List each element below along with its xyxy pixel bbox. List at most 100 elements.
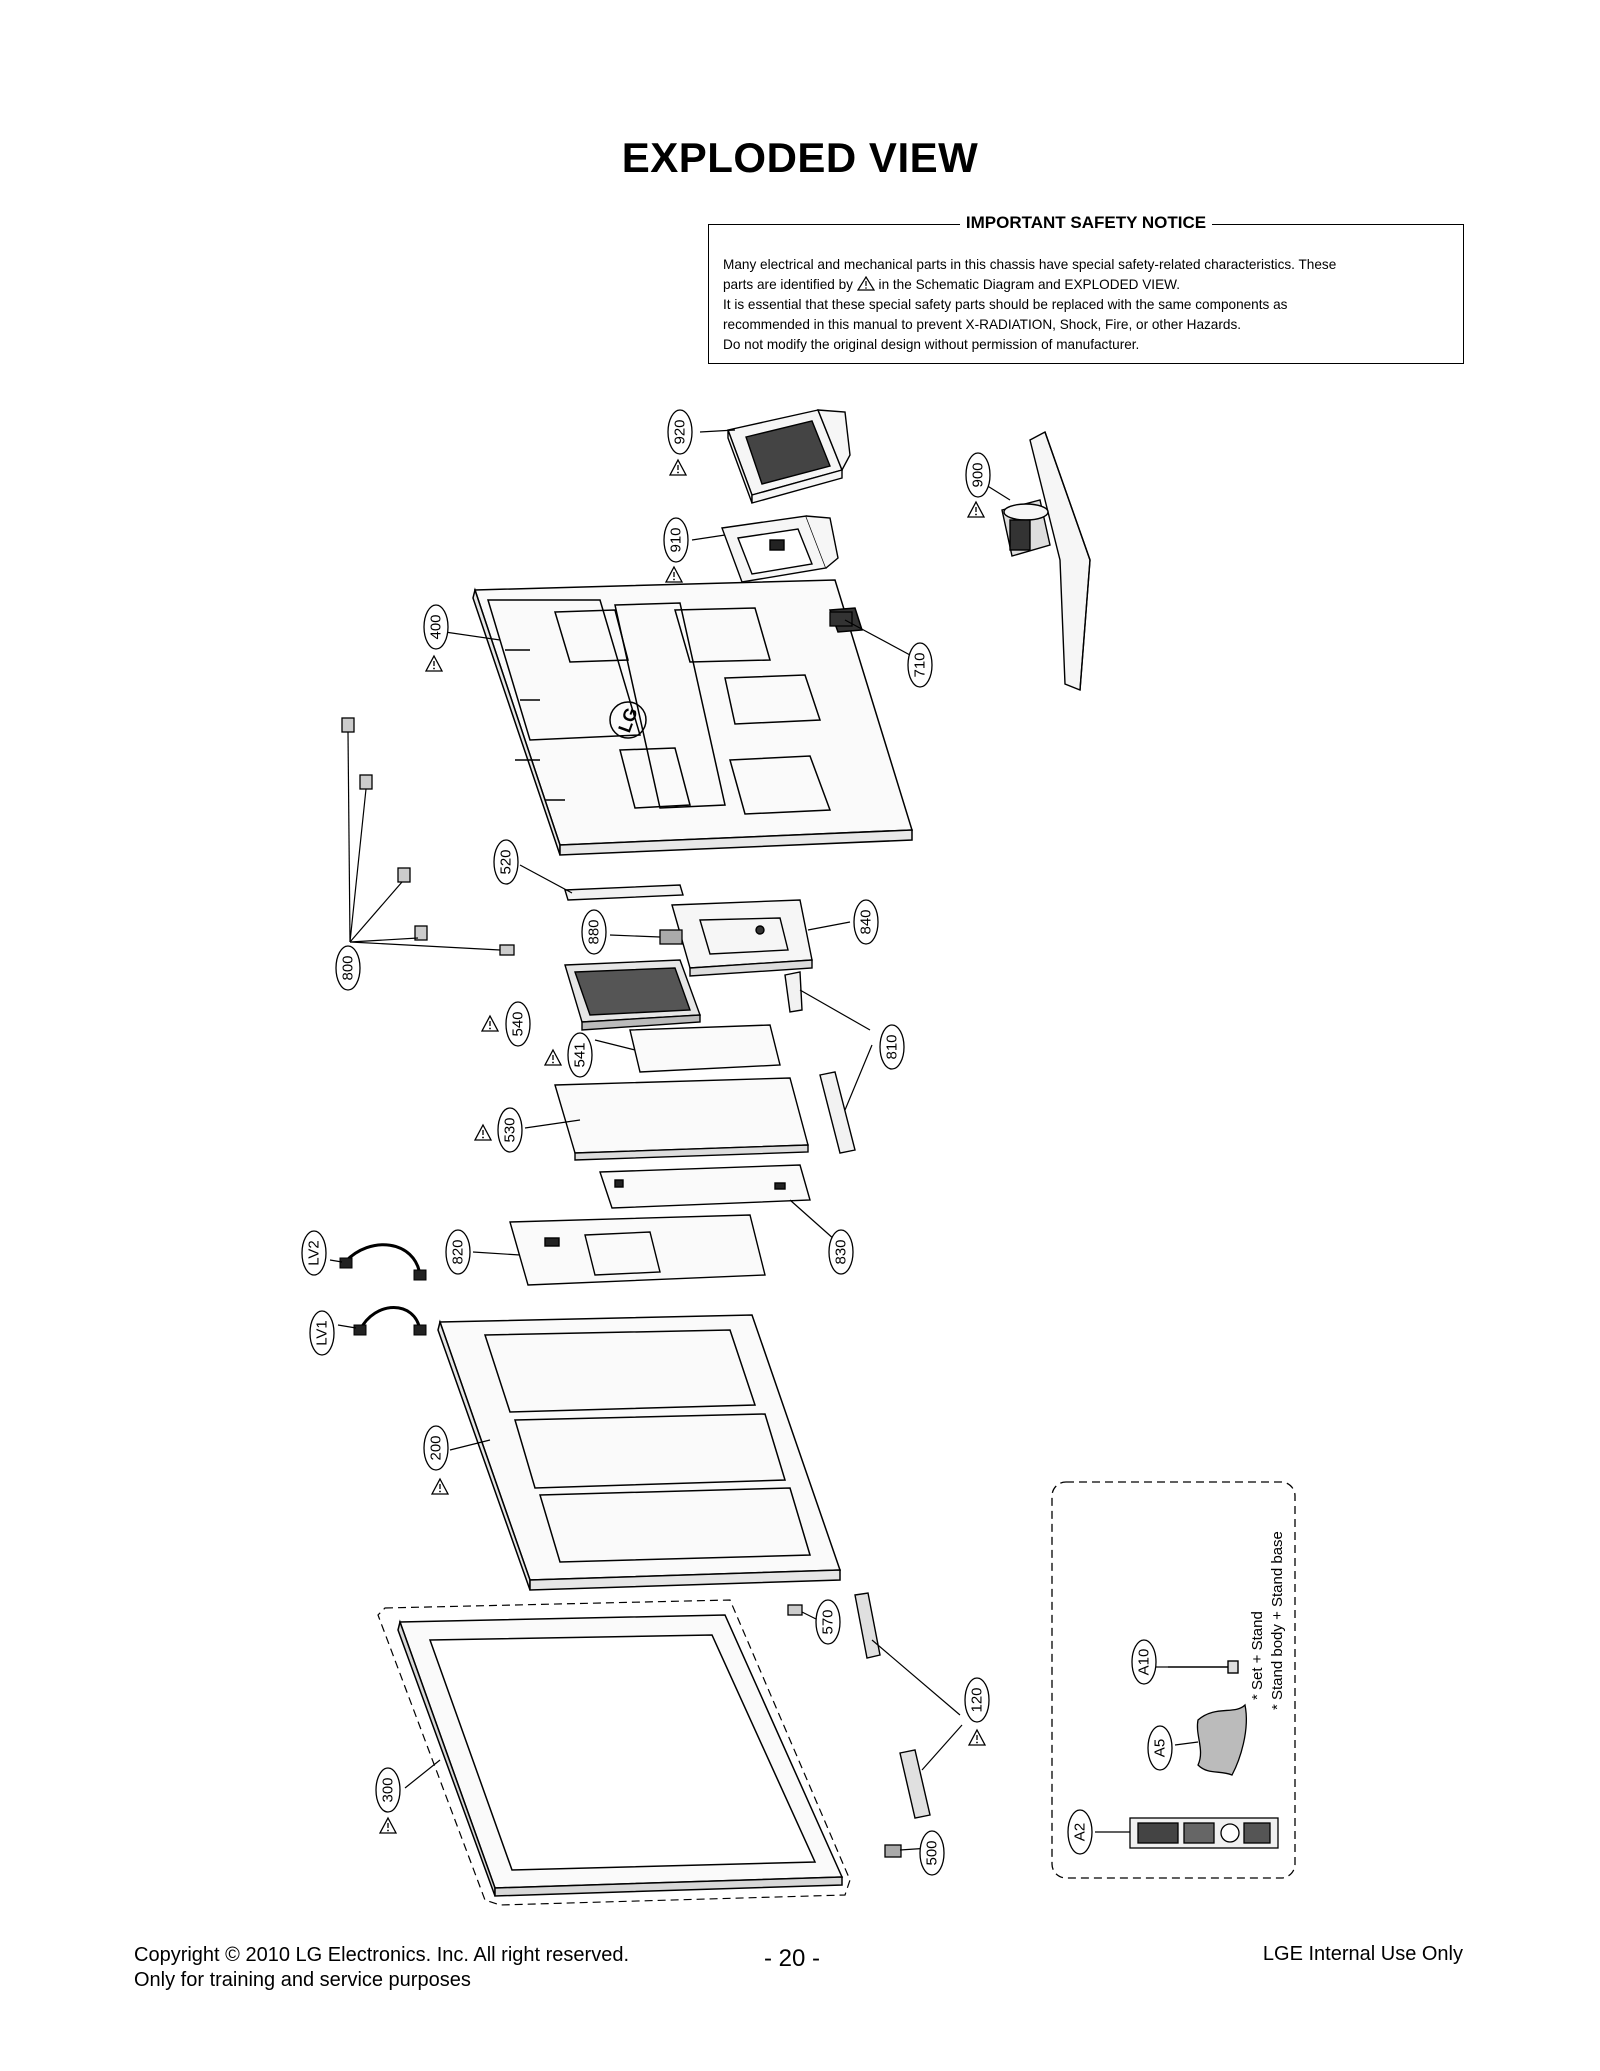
- footer-internal: LGE Internal Use Only: [1262, 1943, 1463, 1965]
- part-400-back-cover: [472, 579, 914, 856]
- part-300-front-cabinet: [397, 1614, 844, 1897]
- part-a5-cloth: [1196, 1703, 1247, 1776]
- svg-text:710: 710: [912, 652, 929, 677]
- svg-text:A5: A5: [1152, 1739, 1169, 1757]
- callout-540: 540: [481, 1001, 531, 1047]
- svg-text:800: 800: [340, 955, 357, 980]
- part-810-leader-lines: [799, 989, 873, 1111]
- part-120-leader-lines: [871, 1639, 963, 1771]
- callout-a10: A10: [1131, 1639, 1157, 1685]
- callout-800: 800: [335, 945, 361, 991]
- page-title: EXPLODED VIEW: [621, 134, 979, 181]
- callout-200: 200: [423, 1425, 449, 1495]
- svg-text:120: 120: [969, 1687, 986, 1712]
- svg-text:LV1: LV1: [314, 1320, 331, 1346]
- svg-text:830: 830: [833, 1239, 850, 1264]
- svg-text:LV2: LV2: [306, 1240, 323, 1266]
- svg-text:A2: A2: [1072, 1823, 1089, 1841]
- notice-line-1: Many electrical and mechanical parts in …: [723, 257, 1337, 272]
- notice-line-4: recommended in this manual to prevent X-…: [723, 317, 1242, 332]
- callout-500: 500: [919, 1830, 945, 1876]
- accessory-box: [1051, 1481, 1296, 1879]
- callout-570: 570: [815, 1599, 841, 1645]
- page-number: - 20 -: [764, 1945, 821, 1972]
- svg-text:520: 520: [498, 849, 515, 874]
- part-lv2-cable: [339, 1243, 427, 1281]
- safety-notice-body: Many electrical and mechanical parts in …: [723, 255, 1451, 355]
- part-a10-screw: [1168, 1660, 1239, 1674]
- part-830-insulator-sheet: [599, 1164, 811, 1209]
- callout-lv1: LV1: [309, 1310, 335, 1356]
- warning-triangle-icon: [856, 276, 875, 291]
- copyright-icon: ©: [225, 1944, 240, 1966]
- part-900-stand: [1001, 430, 1091, 692]
- callout-830: 830: [828, 1229, 854, 1275]
- svg-text:500: 500: [924, 1840, 941, 1865]
- callout-120: 120: [964, 1677, 990, 1746]
- svg-text:540: 540: [510, 1011, 527, 1036]
- part-800-leader-lines: [347, 731, 501, 951]
- callout-300: 300: [375, 1767, 401, 1834]
- svg-text:810: 810: [884, 1034, 901, 1059]
- callout-840: 840: [853, 899, 879, 945]
- part-lv1-cable: [353, 1306, 427, 1336]
- callout-920: 920: [667, 409, 693, 476]
- callout-820: 820: [445, 1229, 471, 1275]
- callout-910: 910: [663, 517, 689, 583]
- svg-text:200: 200: [428, 1435, 445, 1460]
- svg-text:530: 530: [502, 1117, 519, 1142]
- svg-text:880: 880: [586, 919, 603, 944]
- part-540-main-board: [564, 959, 701, 1031]
- callout-900: 900: [965, 452, 991, 518]
- callout-880: 880: [581, 909, 607, 955]
- part-a2-remote-control: [1129, 1817, 1279, 1849]
- part-710-bracket: [829, 611, 853, 627]
- part-200-chassis-frame: [437, 1314, 842, 1591]
- part-541-insulator-sheet: [629, 1024, 781, 1073]
- part-920-stand-cover: [727, 409, 851, 504]
- accessory-note-stand-body: * Stand body + Stand base: [1269, 1531, 1286, 1710]
- part-820-back-sheet: [509, 1214, 766, 1286]
- svg-text:920: 920: [672, 419, 689, 444]
- part-570-small-board: [787, 1604, 803, 1616]
- callout-lv2: LV2: [301, 1230, 327, 1276]
- notice-line-2: parts are identified by in the Schematic…: [723, 275, 1451, 295]
- svg-text:A10: A10: [1136, 1649, 1153, 1676]
- svg-text:900: 900: [970, 462, 987, 487]
- callout-400: 400: [423, 604, 449, 672]
- svg-text:541: 541: [572, 1042, 589, 1067]
- svg-text:400: 400: [428, 614, 445, 639]
- callout-520: 520: [493, 839, 519, 885]
- part-800-screws: [341, 717, 515, 956]
- notice-line-2b: in the Schematic Diagram and EXPLODED VI…: [878, 277, 1180, 292]
- part-880-small-bracket: [659, 929, 683, 945]
- svg-text:840: 840: [858, 909, 875, 934]
- footer-copyright: Copyright © 2010 LG Electronics. Inc. Al…: [134, 1944, 630, 1966]
- svg-text:570: 570: [820, 1609, 837, 1634]
- part-500-small-board: [884, 1844, 902, 1858]
- footer-left: Copyright © 2010 LG Electronics. Inc. Al…: [134, 1943, 629, 1993]
- callout-541: 541: [544, 1032, 593, 1078]
- callout-a5: A5: [1147, 1725, 1173, 1771]
- notice-line-5: Do not modify the original design withou…: [723, 337, 1140, 352]
- callout-810: 810: [879, 1024, 905, 1070]
- callout-710: 710: [907, 642, 933, 688]
- part-530-power-board: [554, 1077, 809, 1161]
- accessory-note-set-stand: * Set + Stand: [1249, 1611, 1266, 1700]
- svg-text:910: 910: [668, 527, 685, 552]
- part-520-bracket-bar: [564, 884, 684, 901]
- part-810-side-bracket: [784, 971, 856, 1154]
- part-300-outline: [377, 1599, 851, 1906]
- part-840-shield-plate: [671, 899, 813, 977]
- footer-training: Only for training and service purposes: [134, 1969, 471, 1991]
- notice-line-2a: parts are identified by: [723, 277, 853, 292]
- safety-notice-box: IMPORTANT SAFETY NOTICE Many electrical …: [708, 213, 1464, 364]
- svg-text:300: 300: [380, 1777, 397, 1802]
- svg-text:820: 820: [450, 1239, 467, 1264]
- safety-notice-heading: IMPORTANT SAFETY NOTICE: [959, 213, 1213, 232]
- callout-leader-lines: [329, 429, 1199, 1851]
- callout-a2: A2: [1067, 1809, 1093, 1855]
- part-120-button-boards: [854, 1592, 931, 1819]
- part-910-stand-bracket: [721, 515, 839, 583]
